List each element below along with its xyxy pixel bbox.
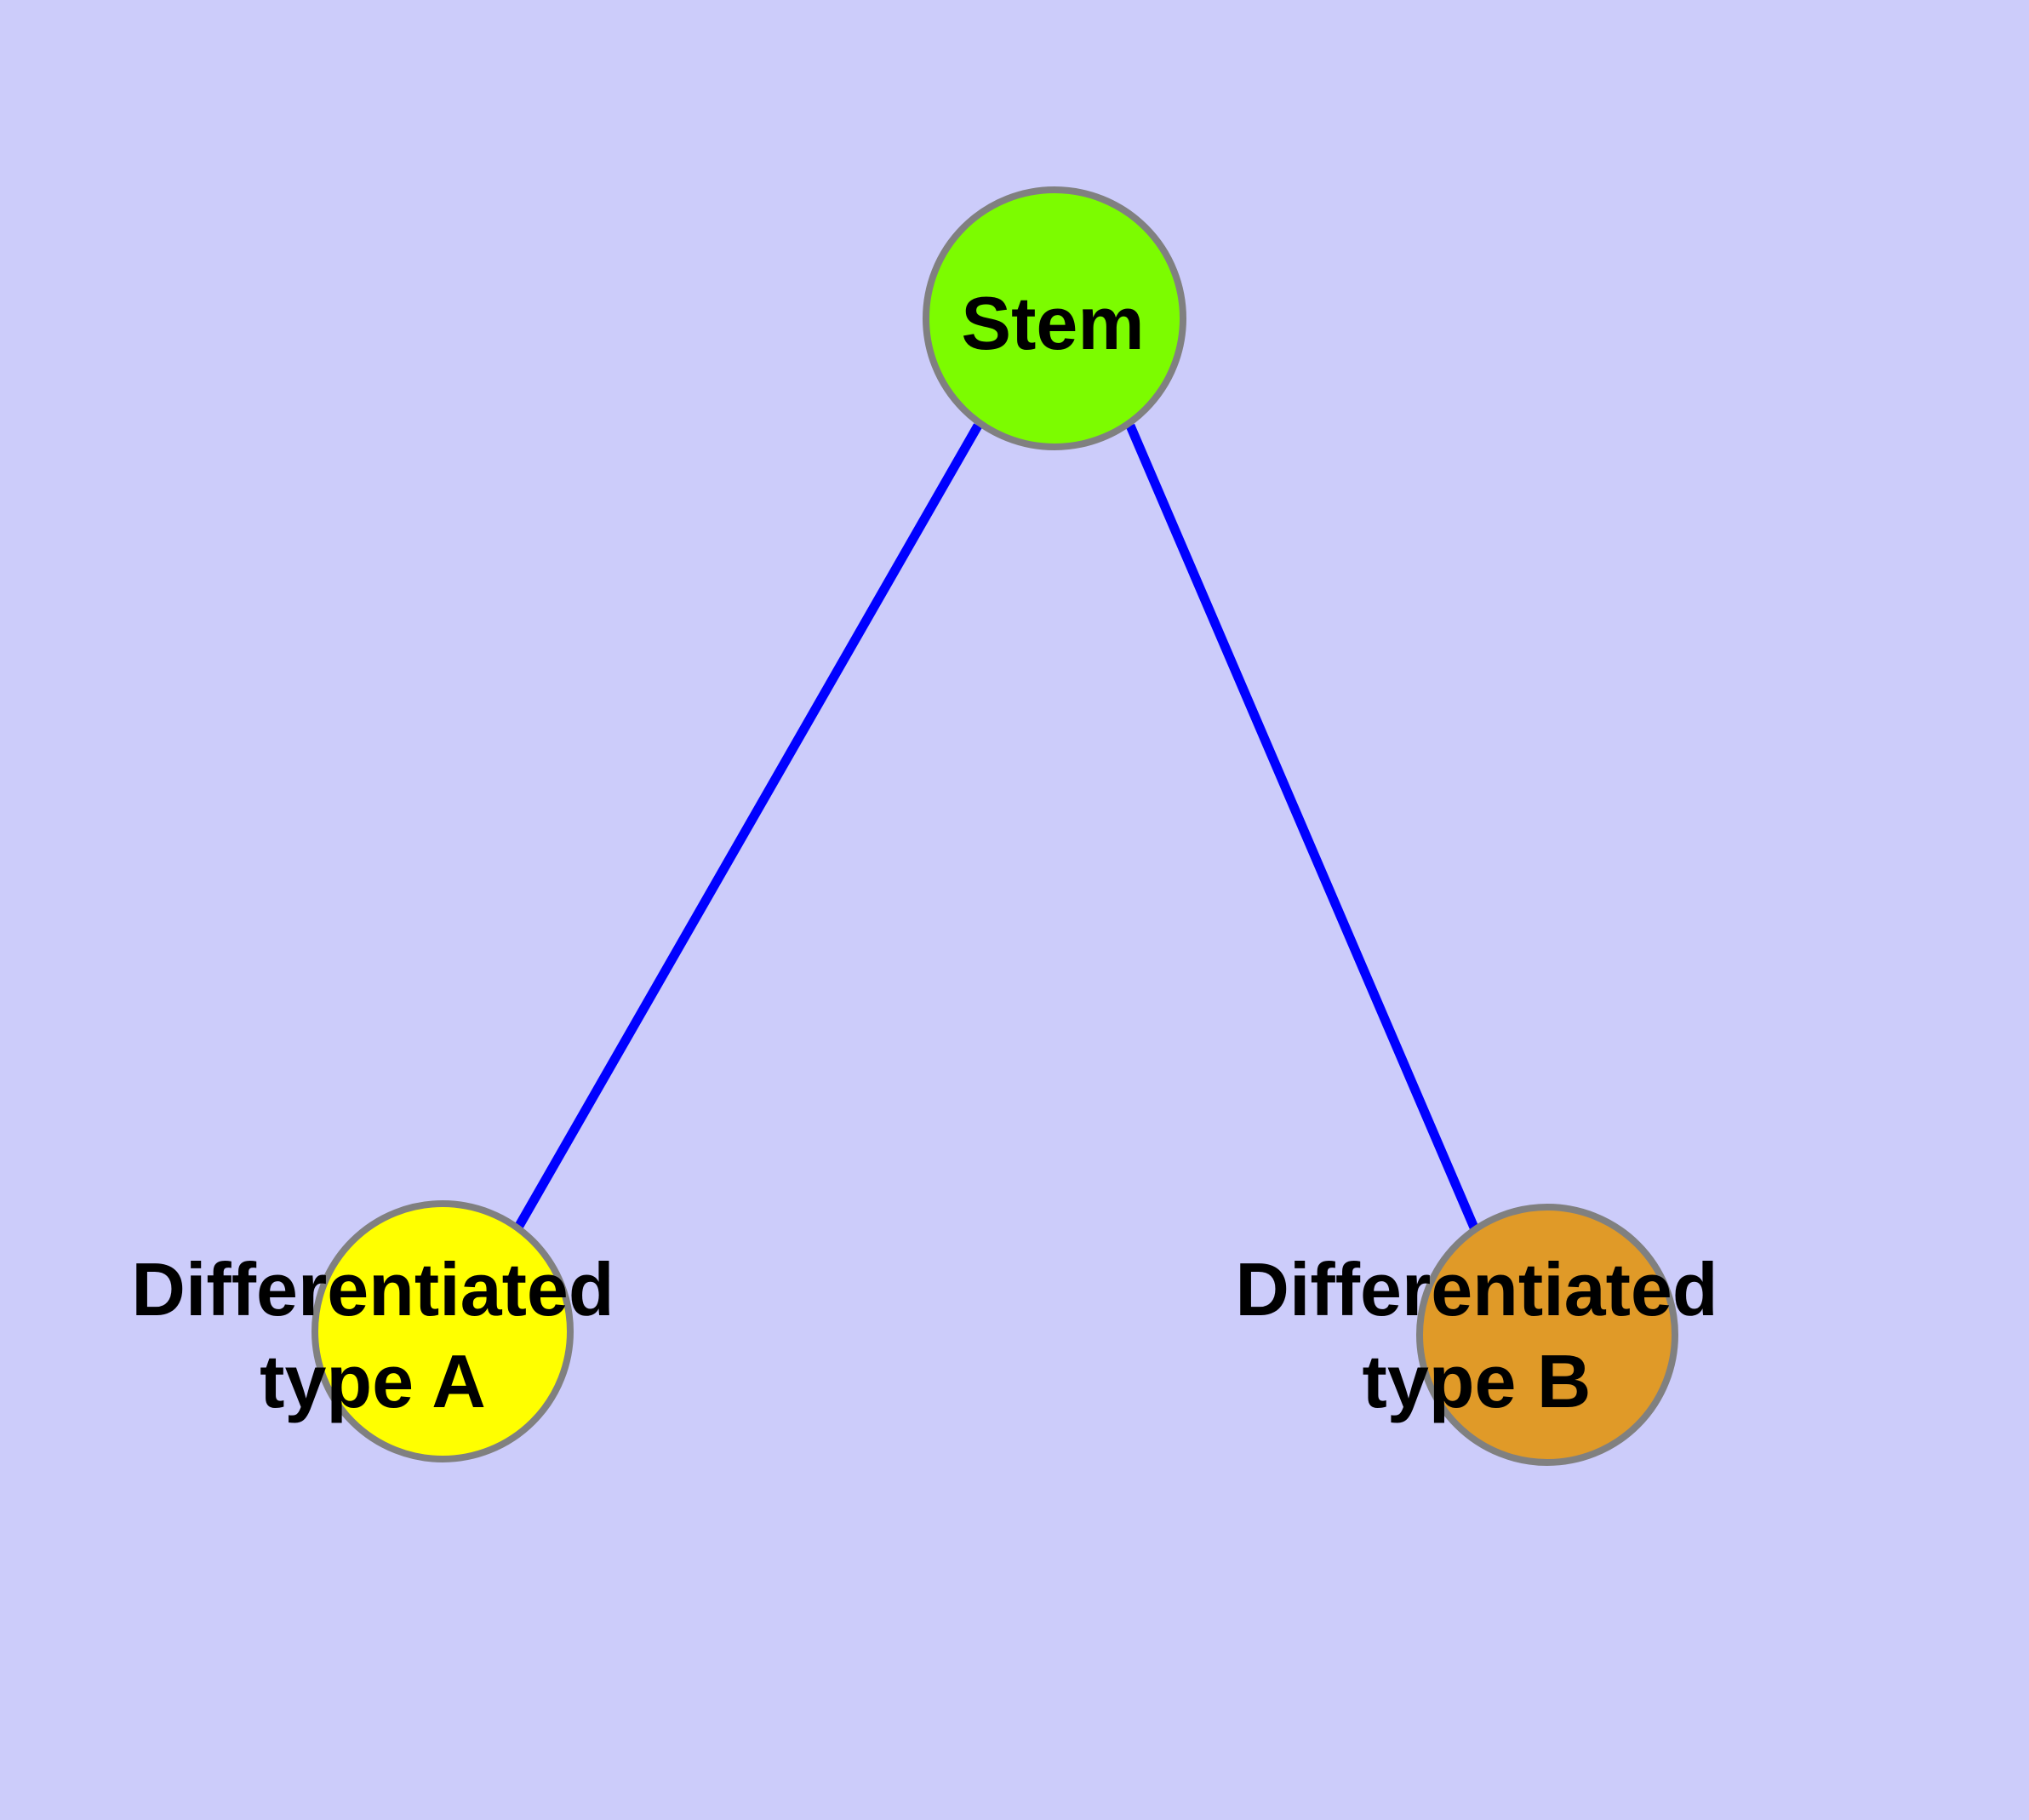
node-differentiated-type-b[interactable] — [1416, 1204, 1678, 1466]
node-stem[interactable] — [923, 186, 1186, 450]
edges-group — [515, 423, 1479, 1230]
node-label-stem: Stem — [961, 281, 1144, 365]
edge-stem-to-differentiated-type-b[interactable] — [1125, 423, 1479, 1230]
node-differentiated-type-a[interactable] — [311, 1200, 574, 1462]
edge-stem-to-differentiated-type-a[interactable] — [515, 423, 982, 1228]
nodes-group — [311, 186, 1678, 1466]
